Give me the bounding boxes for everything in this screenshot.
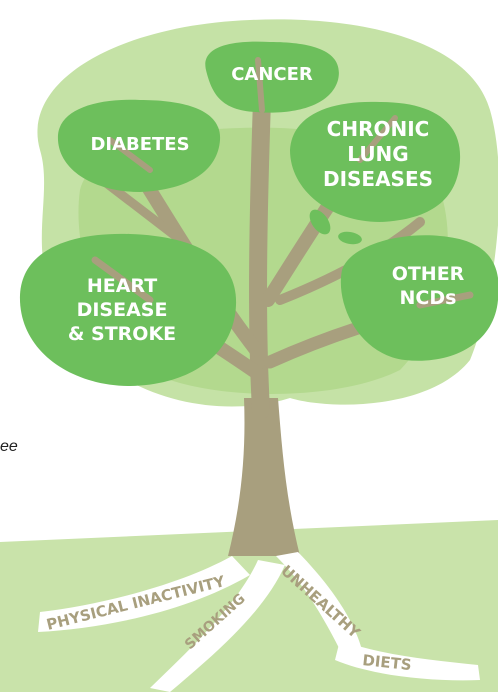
leaf-label-line: DIABETES [90, 134, 189, 155]
leaf-label-line: OTHER [392, 263, 465, 285]
leaf-label-line: HEART [87, 275, 157, 297]
leaf-label-line: LUNG [347, 142, 408, 166]
leaf-label-line: CHRONIC [327, 117, 430, 141]
leaf-label-line: DISEASE [77, 299, 168, 321]
leaf-label-line: & STROKE [68, 323, 176, 345]
leaf-label-diabetes: DIABETES [90, 134, 189, 155]
leaf-label-line: DISEASES [323, 167, 433, 191]
leaf-label-line: CANCER [231, 64, 313, 85]
tree-trunk [228, 398, 300, 556]
leaf-label-line: NCDs [400, 287, 457, 309]
leaf-label-cancer: CANCER [231, 64, 313, 85]
side-text-fragment: ee [0, 438, 18, 456]
